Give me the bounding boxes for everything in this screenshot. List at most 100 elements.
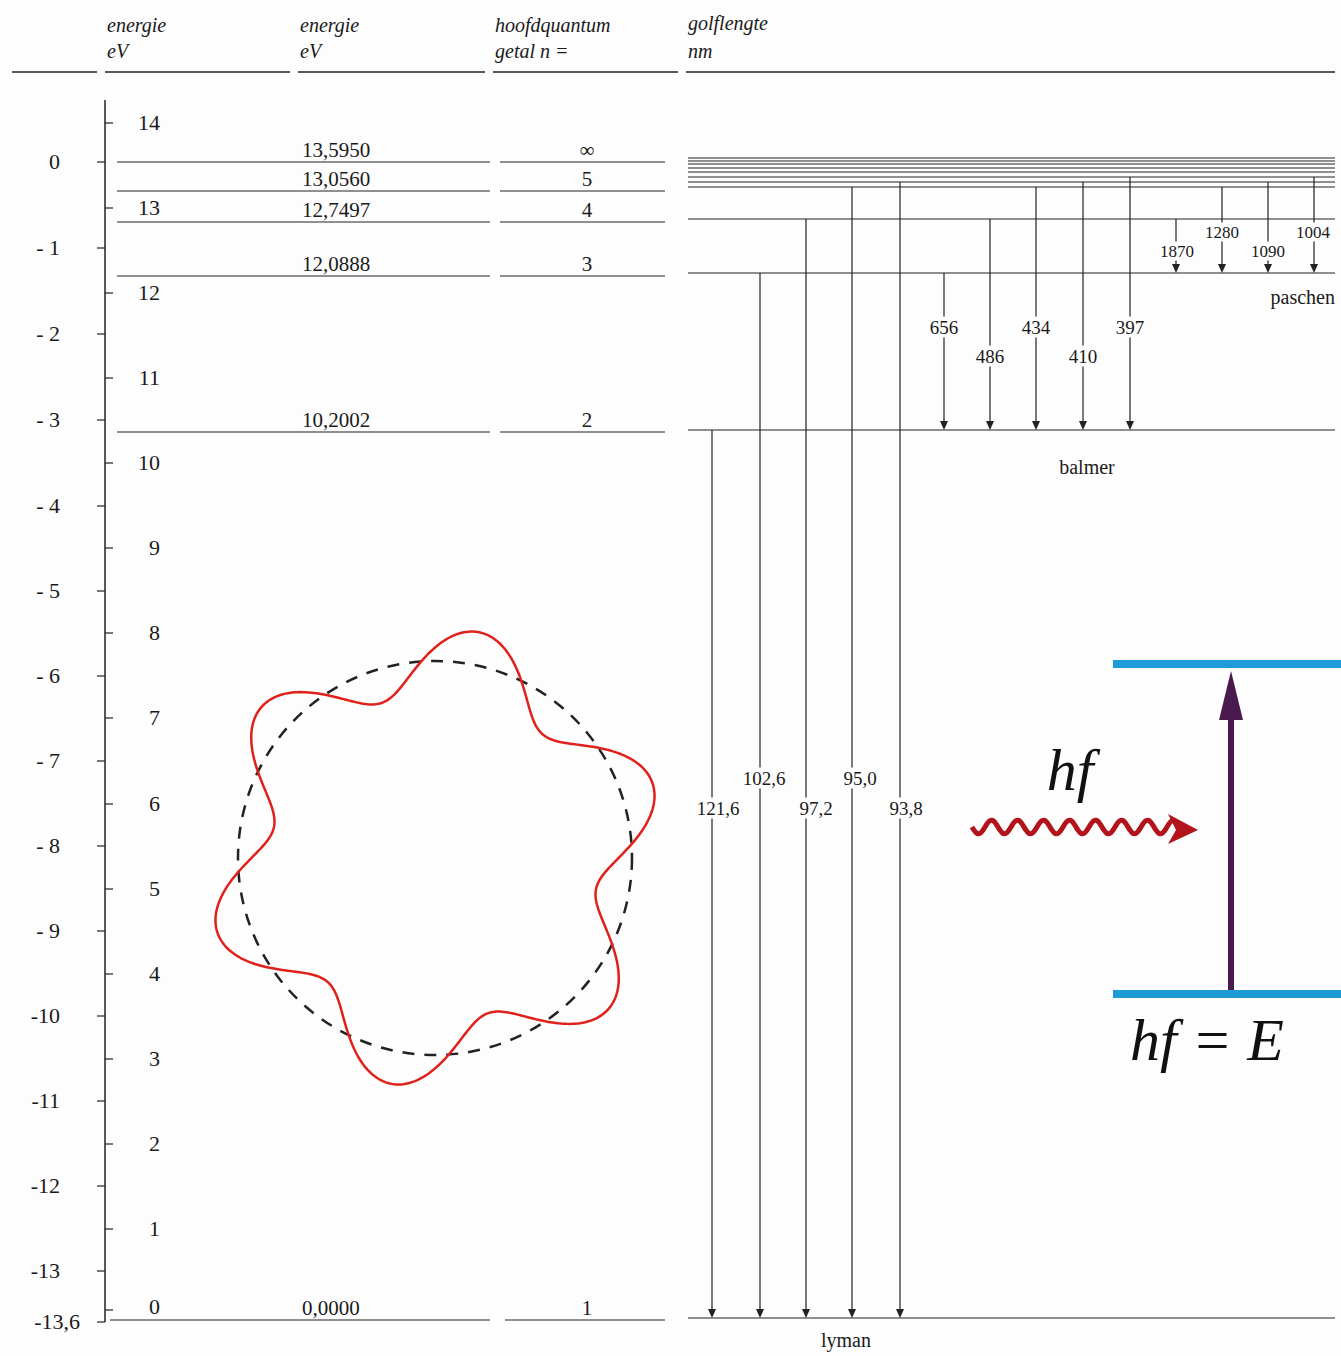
header-rule	[686, 71, 1335, 73]
energy-level	[688, 429, 1335, 430]
axis-tick	[97, 1100, 105, 1101]
orbit-circle	[238, 661, 632, 1055]
arrow-head	[848, 1309, 856, 1318]
axis-value: - 2	[36, 323, 60, 345]
energy-level	[500, 161, 665, 162]
axis-tick	[97, 1321, 105, 1322]
scale-value: 4	[149, 963, 160, 985]
axis-value: - 5	[36, 580, 60, 602]
scale-value: 14	[138, 112, 160, 134]
quantum-number: 2	[582, 410, 593, 431]
transition-arrow	[896, 182, 904, 1318]
axis-tick	[105, 973, 113, 974]
series-name: paschen	[1271, 287, 1335, 307]
arrow-head	[896, 1309, 904, 1318]
axis-tick	[105, 377, 113, 378]
quantum-number: ∞	[580, 140, 595, 161]
energy-level	[117, 275, 490, 276]
axis-tick	[105, 122, 113, 123]
axis-line	[104, 100, 106, 1322]
wavelength-label: 95,0	[841, 768, 878, 789]
wavelength-label: 1280	[1203, 223, 1241, 242]
arrow-head	[986, 421, 994, 430]
arrow-head	[1032, 421, 1040, 430]
level-energy: 13,0560	[302, 169, 370, 190]
energy-level	[117, 190, 490, 191]
transition-arrow	[986, 219, 994, 430]
level-energy: 10,2002	[302, 410, 370, 431]
excitation-head	[1219, 671, 1243, 720]
scale-value: 11	[139, 367, 160, 389]
wavelength-label: 434	[1020, 317, 1053, 338]
line-work	[12, 72, 1335, 1322]
energy-level	[500, 190, 665, 191]
scale-value: 2	[149, 1133, 160, 1155]
header-rule	[12, 71, 97, 73]
column-header: eV	[300, 41, 321, 61]
arrow-shaft	[1035, 187, 1036, 423]
wavelength-label: 93,8	[887, 798, 924, 819]
lower-level-bar	[1113, 990, 1341, 998]
quantum-number: 3	[582, 254, 593, 275]
arrow-head	[940, 421, 948, 430]
energy-level	[688, 218, 1335, 219]
scale-value: 0	[149, 1296, 160, 1318]
wavelength-label: 410	[1067, 346, 1100, 367]
axis-tick	[97, 161, 105, 162]
energy-level	[688, 167, 1335, 168]
arrow-shaft	[1082, 182, 1083, 423]
energy-level	[688, 160, 1335, 161]
axis-tick	[105, 1058, 113, 1059]
axis-tick	[105, 632, 113, 633]
header-rule	[105, 71, 290, 73]
axis-tick	[97, 845, 105, 846]
axis-tick	[105, 1143, 113, 1144]
energy-level	[688, 1317, 1335, 1318]
transition-arrow	[1032, 187, 1040, 430]
wavelength-label: 656	[928, 317, 961, 338]
arrow-shaft	[759, 273, 760, 1311]
axis-tick	[105, 462, 113, 463]
column-header: energie	[300, 15, 359, 35]
axis-value: - 6	[36, 665, 60, 687]
energy-level	[110, 1319, 490, 1320]
axis-tick	[97, 760, 105, 761]
photon-head	[1168, 814, 1198, 844]
axis-value: - 9	[36, 920, 60, 942]
level-energy: 12,7497	[302, 200, 370, 221]
column-header: hoofdquantum	[495, 15, 611, 35]
axis-tick	[105, 547, 113, 548]
arrow-shaft	[711, 430, 712, 1311]
photon-wave	[972, 820, 1174, 834]
wavelength-label: 121,6	[695, 798, 742, 819]
arrow-head	[802, 1309, 810, 1318]
transition-arrow	[756, 273, 764, 1318]
energy-level	[505, 1319, 665, 1320]
energy-level	[500, 275, 665, 276]
arrow-shaft	[989, 219, 990, 423]
axis-tick	[97, 505, 105, 506]
axis-value: - 7	[36, 750, 60, 772]
axis-tick	[97, 675, 105, 676]
axis-tick	[97, 247, 105, 248]
transition-arrow	[1126, 177, 1134, 430]
column-header: nm	[688, 41, 712, 61]
scale-value: 5	[149, 878, 160, 900]
series-name: lyman	[821, 1330, 871, 1350]
axis-tick	[105, 1309, 113, 1310]
axis-tick	[97, 590, 105, 591]
axis-tick	[97, 1270, 105, 1271]
excitation-shaft	[1228, 712, 1234, 990]
energy-level	[500, 431, 665, 432]
axis-tick	[105, 1228, 113, 1229]
axis-value: -12	[31, 1175, 60, 1197]
arrow-shaft	[851, 187, 852, 1311]
energy-level	[688, 176, 1335, 177]
wavelength-label: 1090	[1249, 242, 1287, 261]
arrow-shaft	[1129, 177, 1130, 423]
level-energy: 0,0000	[302, 1298, 360, 1319]
arrow-shaft	[899, 182, 900, 1311]
energy-level	[117, 161, 490, 162]
